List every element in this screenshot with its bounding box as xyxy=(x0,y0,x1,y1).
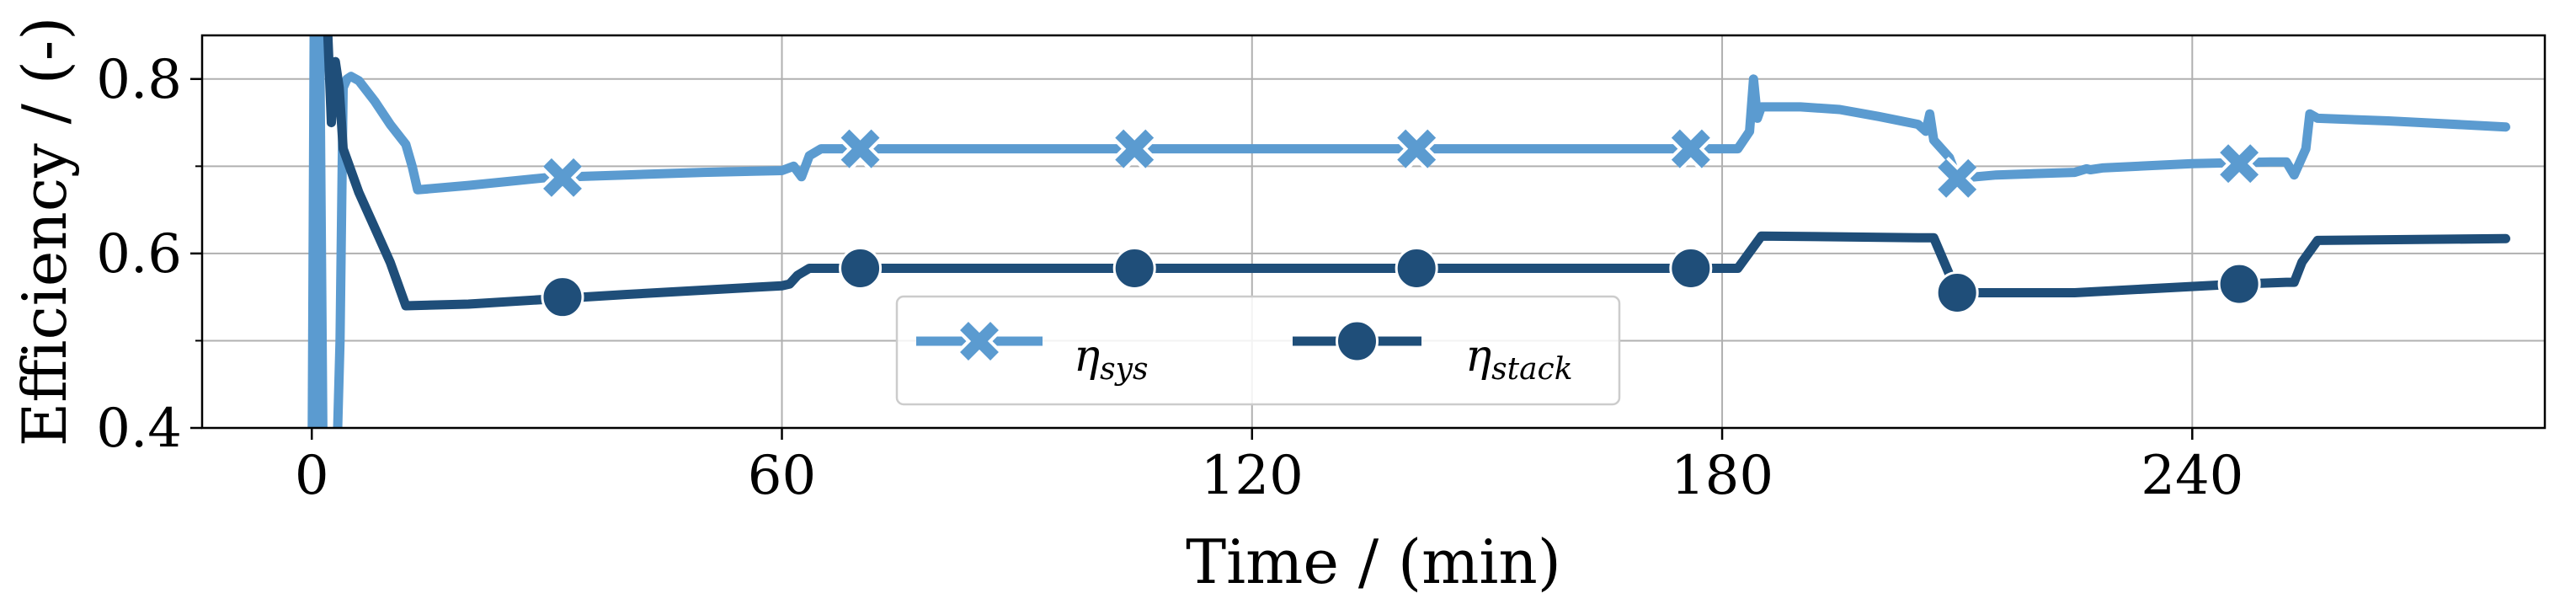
series-marker-stack xyxy=(1935,270,1979,314)
series-line-sys xyxy=(307,35,2510,428)
x-axis-label: Time / (min) xyxy=(1186,526,1561,597)
legend-x-marker xyxy=(957,319,1001,363)
x-tick-label: 60 xyxy=(748,445,816,507)
series-marker-stack xyxy=(1395,246,1438,290)
series-marker-sys xyxy=(2217,142,2261,186)
legend-box xyxy=(895,295,1621,406)
series-marker-stack xyxy=(1669,246,1713,290)
series-marker-sys xyxy=(838,126,883,171)
y-tick-label: 0.6 xyxy=(96,223,182,286)
x-tick-label: 180 xyxy=(1671,445,1773,507)
y-tick-label: 0.8 xyxy=(96,49,182,111)
y-axis-label: Efficiency / (-) xyxy=(9,17,80,447)
series-marker-stack xyxy=(839,246,883,290)
x-tick-label: 120 xyxy=(1201,445,1304,507)
tick-labels: 0 60 120 180 240 0.4 0.6 0.8 xyxy=(96,49,2243,507)
series-marker-sys xyxy=(1669,126,1713,171)
series-marker-sys xyxy=(1112,126,1156,171)
x-tick-label: 0 xyxy=(295,445,329,507)
axis-ticks xyxy=(190,78,2194,440)
legend-marker-stack xyxy=(1336,319,1379,363)
legend-marker-sys xyxy=(957,319,1001,363)
series-marker-sys xyxy=(1935,157,1979,200)
x-tick-label: 240 xyxy=(2141,445,2243,507)
series-marker-sys xyxy=(1395,126,1438,171)
series-marker-stack xyxy=(2217,262,2261,306)
plot-frame xyxy=(200,34,2547,430)
legend-label-stack: ηstack xyxy=(1465,331,1573,387)
legend: ηsys ηstack xyxy=(895,295,1621,406)
series-layer xyxy=(307,35,2510,428)
legend-circle-marker xyxy=(1336,319,1379,363)
y-tick-label: 0.4 xyxy=(96,398,182,460)
series-marker-sys xyxy=(541,156,584,200)
series-marker-stack xyxy=(1112,246,1156,290)
series-marker-stack xyxy=(541,275,584,319)
legend-label-sys: ηsys xyxy=(1074,331,1148,387)
